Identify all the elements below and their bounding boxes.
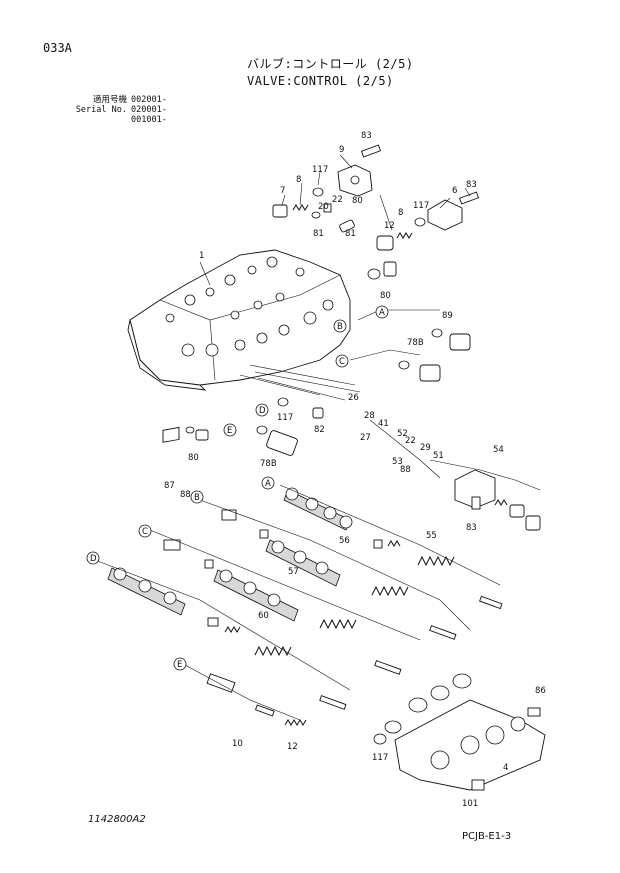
page-title-japanese: バルブ:コントロール (2/5) [247,57,414,71]
callout-number: 20 [318,202,329,212]
serial-label-japanese: 適用号機 [92,95,127,105]
callout-numbers: 1 83 9 117 8 7 22 20 80 81 81 12 8 117 6… [164,131,546,809]
callout-number: 89 [442,311,453,321]
callout-number: 27 [360,433,371,443]
callout-number: 8 [296,175,301,185]
callout-number: 56 [339,536,350,546]
valve-body [127,249,361,401]
callout-number: 12 [384,221,395,231]
callout-number: 55 [426,531,437,541]
callout-number: 81 [345,229,356,239]
callout-number: 29 [420,443,431,453]
spool-a [283,487,503,610]
callout-number: 117 [413,201,429,211]
callout-number: 1 [199,251,204,261]
callout-number: 22 [405,436,416,446]
section-marker-label: D [90,554,97,564]
callout-number: 101 [462,799,478,809]
callout-number: 117 [312,165,328,175]
section-marker-label: D [259,406,266,416]
callout-number: 10 [232,739,243,749]
section-marker-label: A [265,479,271,489]
page-code: 033A [43,41,72,55]
callout-number: 60 [258,611,269,621]
relief-assembly [369,419,541,531]
section-marker-label: E [227,426,232,436]
page-title: VALVE:CONTROL (2/5) [247,74,394,88]
callout-number: 83 [466,523,477,533]
callout-number: 83 [466,180,477,190]
callout-number: 6 [452,186,457,196]
callout-number: 12 [287,742,298,752]
section-marker-label: C [339,357,345,367]
callout-number: 80 [352,196,363,206]
section-marker-label: C [142,527,148,537]
lower-left-parts [162,397,324,456]
page-reference: PCJB-E1-3 [462,831,512,842]
upper-pilot-parts [272,144,480,382]
callout-number: 80 [380,291,391,301]
callout-number: 7 [280,186,285,196]
spool-cover [373,673,546,791]
callout-number: 26 [348,393,359,403]
callout-number: 82 [314,425,325,435]
callout-number: 9 [339,145,344,155]
serial-block: 適用号機 002001- Serial No. 020001- 001001- [75,96,167,126]
callout-number: 28 [364,411,375,421]
spool-d [107,567,347,710]
callout-number: 22 [332,195,343,205]
callout-number: 117 [277,413,293,423]
callout-number: 83 [361,131,372,141]
serial-value: 020001- [131,105,167,115]
callout-number: 53 [392,457,403,467]
callout-number: 78B [407,338,424,348]
spool-c [163,539,402,675]
section-marker-label: B [337,322,343,332]
serial-label: Serial No. [75,105,127,115]
serial-value: 001001- [131,115,167,125]
callout-number: 52 [397,429,408,439]
callout-number: 88 [400,465,411,475]
drawing-number: 1142800A2 [88,814,146,825]
leader-lines [94,154,541,721]
callout-number: 80 [188,453,199,463]
callout-number: 86 [535,686,546,696]
callout-number: 54 [493,445,504,455]
callout-number: 51 [433,451,444,461]
spool-b [221,509,457,640]
callout-number: 8 [398,208,403,218]
callout-number: 57 [288,567,299,577]
serial-value: 002001- [131,95,167,105]
callout-number: 41 [378,419,389,429]
section-marker-label: A [379,308,385,318]
callout-number: 117 [372,753,388,763]
callout-number: 88 [180,490,191,500]
callout-number: 81 [313,229,324,239]
callout-number: 87 [164,481,175,491]
section-markers: A B C D E A B C D E [86,305,389,671]
callout-number: 78B [260,459,277,469]
spool-e [206,673,307,726]
section-marker-label: E [177,660,182,670]
section-marker-label: B [194,493,200,503]
callout-number: 4 [503,763,508,773]
